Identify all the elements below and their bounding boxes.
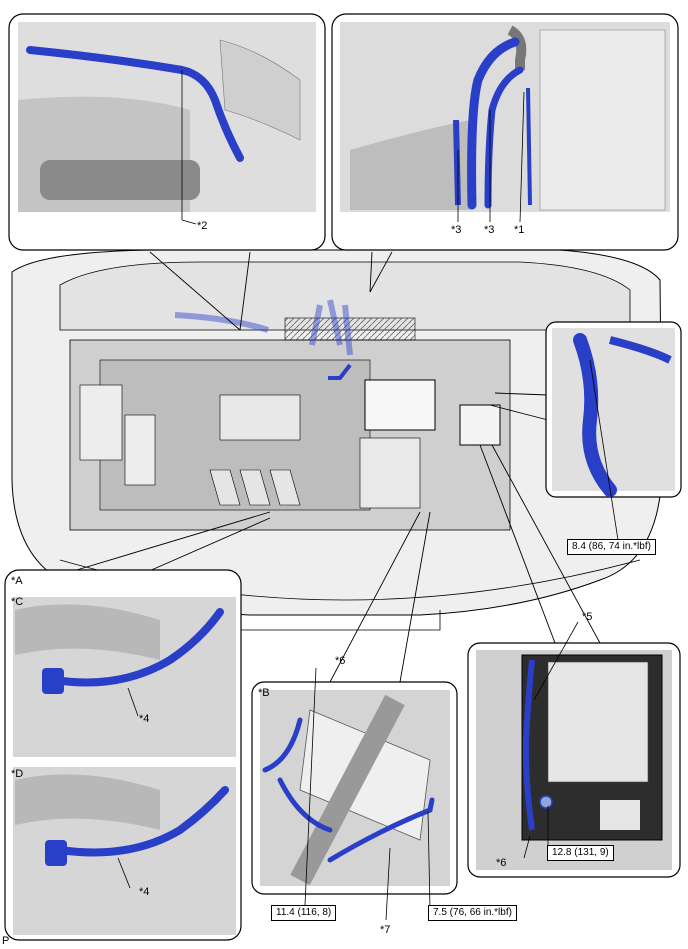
inset-top-right [331,13,679,251]
callout-3-left: *3 [451,224,462,236]
torque-spec-8-4: 8.4 (86, 74 in.*lbf) [567,539,656,555]
inset-bottom-right [467,621,681,878]
inset-right [545,321,682,541]
callout-6-fusebox: *6 [496,857,507,869]
callout-1: *1 [514,224,525,236]
callout-4-upper: *4 [139,713,150,725]
footer-mark: P [2,935,10,947]
torque-spec-12-8: 12.8 (131, 9) [547,845,614,861]
view-label-c: *C [11,596,24,608]
callout-3-right: *3 [484,224,495,236]
callout-6-battery: *6 [335,655,346,667]
inset-bottom-left [4,569,242,941]
view-label-d: *D [11,768,24,780]
inset-top-left [8,13,326,251]
view-label-b: *B [258,687,270,699]
callout-4-lower: *4 [139,886,150,898]
callout-5: *5 [582,611,593,623]
inset-bottom-middle [251,667,458,921]
vehicle-overview [11,249,663,631]
leader-lines [59,251,601,683]
callout-2: *2 [197,220,208,232]
torque-spec-11-4: 11.4 (116, 8) [271,905,337,921]
callout-7: *7 [380,924,391,936]
view-label-a: *A [11,575,23,587]
torque-spec-7-5: 7.5 (76, 66 in.*lbf) [428,905,517,921]
